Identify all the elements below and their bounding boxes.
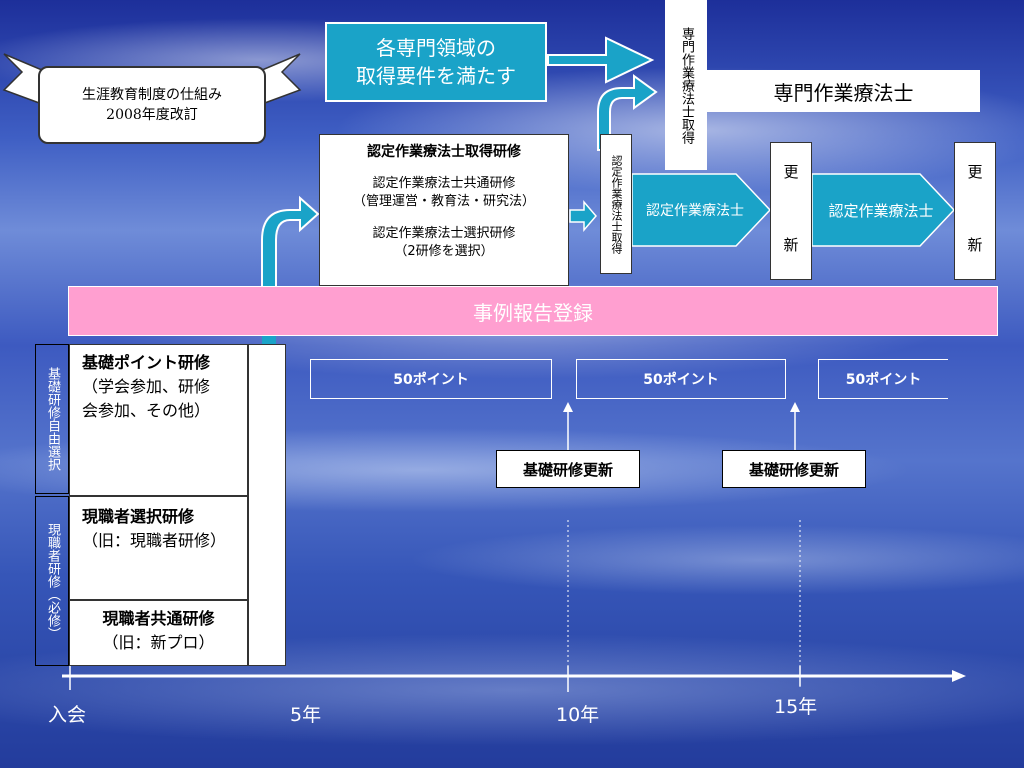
training-common: 認定作業療法士共通研修 bbox=[372, 176, 516, 191]
certified-arrow-text-1: 認定作業療法士 bbox=[646, 203, 744, 219]
banner-line1: 生涯教育制度の仕組み bbox=[82, 87, 222, 103]
left-label-current-text: 現職者研修（必修） bbox=[45, 522, 60, 640]
renew-2-top: 更 bbox=[967, 163, 983, 181]
basic-renew-box-2: 基礎研修更新 bbox=[722, 450, 866, 488]
arrow-curve-up-specialist bbox=[597, 74, 658, 151]
basic-point-line2: 会参加、その他） bbox=[82, 401, 211, 420]
renew-1-arrowhead bbox=[563, 402, 573, 412]
left-label-basic: 基礎研修自由選択 bbox=[35, 344, 69, 494]
time-axis-arrowhead bbox=[952, 670, 966, 682]
point-1-text: 50ポイント bbox=[393, 372, 469, 388]
training-common-sub: （管理運営・教育法・研究法） bbox=[352, 194, 535, 209]
certified-arrow-label-2: 認定作業療法士 bbox=[808, 174, 954, 246]
requirement-line1: 各専門領域の bbox=[376, 36, 496, 60]
certified-arrow-shape-1 bbox=[631, 173, 772, 247]
renew-box-1: 更 新 bbox=[770, 142, 812, 280]
training-select-sub: （2研修を選択） bbox=[394, 244, 494, 259]
current-select-box: 現職者選択研修 （旧：現職者研修） bbox=[69, 496, 248, 600]
renew-box-2: 更 新 bbox=[954, 142, 996, 280]
specialist-title: 専門作業療法士 bbox=[773, 80, 914, 105]
current-common-box: 現職者共通研修 （旧：新プロ） bbox=[69, 600, 248, 666]
ribbon-left-tail bbox=[2, 53, 43, 106]
certified-arrow-text-2: 認定作業療法士 bbox=[828, 201, 934, 220]
specialist-acquire-label: 専門作業療法士取得 bbox=[665, 0, 707, 170]
point-box-1: 50ポイント bbox=[310, 359, 552, 399]
title-banner: 生涯教育制度の仕組み 2008年度改訂 bbox=[38, 66, 266, 144]
basic-point-box: 基礎ポイント研修 （学会参加、研修 会参加、その他） bbox=[69, 344, 248, 496]
axis-label-10y: 10年 bbox=[556, 704, 600, 726]
certified-arrow-shape-2 bbox=[811, 173, 956, 247]
basic-point-title: 基礎ポイント研修 bbox=[82, 353, 211, 372]
basic-renew-2-text: 基礎研修更新 bbox=[748, 460, 839, 479]
current-select-title: 現職者選択研修 bbox=[82, 507, 195, 526]
ribbon-right-tail bbox=[261, 53, 302, 106]
point-3-text: 50ポイント bbox=[845, 372, 922, 388]
renew-2-arrowhead bbox=[790, 402, 800, 412]
arrow-to-specialist bbox=[547, 36, 655, 84]
basic-renew-box-1: 基礎研修更新 bbox=[496, 450, 640, 488]
arrow-curve-up-training bbox=[261, 195, 320, 291]
arrow-training-to-certified bbox=[569, 199, 597, 233]
requirement-box: 各専門領域の 取得要件を満たす bbox=[325, 22, 547, 102]
point-box-2: 50ポイント bbox=[576, 359, 786, 399]
current-common-line1: （旧：新プロ） bbox=[102, 633, 215, 652]
left-white-column bbox=[248, 344, 286, 666]
training-title: 認定作業療法士取得研修 bbox=[367, 144, 521, 160]
axis-label-join: 入会 bbox=[48, 704, 87, 726]
current-select-line1: （旧：現職者研修） bbox=[82, 531, 227, 550]
certified-acquire-label: 認定作業療法士取得 bbox=[600, 134, 632, 274]
current-common-title: 現職者共通研修 bbox=[102, 609, 215, 628]
point-2-text: 50ポイント bbox=[643, 372, 719, 388]
case-report-bar: 事例報告登録 bbox=[68, 286, 998, 336]
certified-training-box: 認定作業療法士取得研修 認定作業療法士共通研修 （管理運営・教育法・研究法） 認… bbox=[319, 134, 569, 286]
renew-1-bottom: 新 bbox=[783, 236, 799, 254]
basic-renew-1-text: 基礎研修更新 bbox=[522, 460, 613, 479]
axis-label-15y: 15年 bbox=[774, 696, 818, 718]
specialist-acquire-text: 専門作業療法士取得 bbox=[679, 26, 694, 144]
renew-2-bottom: 新 bbox=[967, 236, 983, 254]
banner-line2: 2008年度改訂 bbox=[106, 107, 198, 123]
requirement-line2: 取得要件を満たす bbox=[356, 64, 516, 88]
certified-acquire-text: 認定作業療法士取得 bbox=[610, 154, 623, 254]
renew-1-top: 更 bbox=[783, 163, 799, 181]
case-report-text: 事例報告登録 bbox=[473, 300, 593, 325]
training-select: 認定作業療法士選択研修 bbox=[372, 226, 516, 241]
basic-point-line1: （学会参加、研修 bbox=[82, 377, 211, 396]
point-box-3: 50ポイント bbox=[818, 359, 948, 399]
specialist-title-box: 専門作業療法士 bbox=[707, 70, 980, 112]
axis-label-5y: 5年 bbox=[290, 704, 322, 726]
left-label-basic-text: 基礎研修自由選択 bbox=[45, 367, 60, 471]
left-label-current: 現職者研修（必修） bbox=[35, 496, 69, 666]
certified-arrow-label-1: 認定作業療法士 bbox=[632, 174, 758, 246]
